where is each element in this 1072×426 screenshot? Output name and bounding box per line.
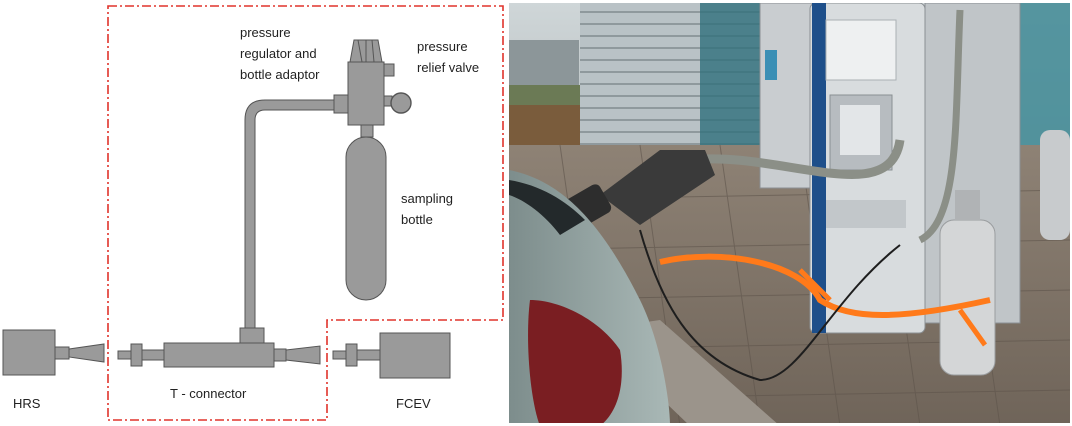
- sampling-boundary: [107, 5, 504, 421]
- station-photo: [509, 3, 1070, 423]
- relief-valve-label-line2: relief valve: [417, 60, 479, 75]
- regulator-label-line2: regulator and: [240, 46, 317, 61]
- sampling-bottle-label-line2: bottle: [401, 212, 433, 227]
- sampling-pipe: [244, 99, 335, 329]
- fcev-label: FCEV: [396, 396, 431, 411]
- hrs-label: HRS: [13, 396, 41, 411]
- t-connector: [117, 327, 321, 368]
- fcev-unit: [332, 332, 451, 379]
- pressure-gauge: [390, 92, 412, 114]
- regulator-label-line1: pressure: [240, 25, 291, 40]
- t-connector-label: T - connector: [170, 386, 247, 401]
- pressure-regulator: [333, 39, 412, 138]
- sampling-bottle: [345, 136, 387, 301]
- relief-valve-label-line1: pressure: [417, 39, 468, 54]
- schematic-diagram: pressure regulator and bottle adaptor pr…: [2, 5, 504, 421]
- hrs-unit: [2, 329, 105, 376]
- regulator-label-line3: bottle adaptor: [240, 67, 320, 82]
- sampling-bottle-label-line1: sampling: [401, 191, 453, 206]
